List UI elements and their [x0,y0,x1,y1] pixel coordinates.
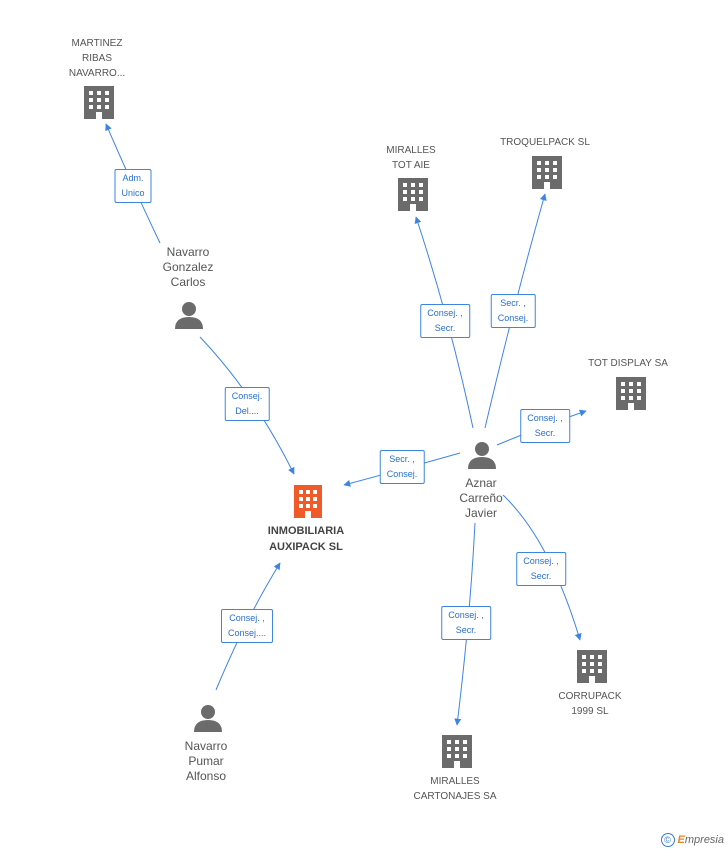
edge-label-az-troquelpack[interactable]: Secr. , Consej. [490,294,536,328]
node-label-miralles-cartonajes[interactable]: MIRALLES CARTONAJES SA [413,776,497,802]
node-label-main-company[interactable]: INMOBILIARIA AUXIPACK SL [267,525,345,553]
node-label-martinez[interactable]: MARTINEZ RIBAS NAVARRO... [68,38,126,79]
node-label-navarro-pumar[interactable]: Navarro Pumar Alfonso [184,739,228,783]
edge-label-az-tot-display[interactable]: Consej. , Secr. [520,409,570,443]
building-icon[interactable] [532,156,562,189]
node-label-miralles-tot[interactable]: MIRALLES TOT AIE [386,145,436,171]
node-label-tot-display[interactable]: TOT DISPLAY SA [588,358,668,369]
building-icon[interactable] [84,86,114,119]
edge-label-az-main[interactable]: Secr. , Consej. [379,450,425,484]
edge-label-ng-martinez[interactable]: Adm. Unico [114,169,152,203]
main-company-building-icon[interactable] [294,485,322,518]
node-label-troquelpack[interactable]: TROQUELPACK SL [500,137,590,148]
edge-label-az-miralles-cart[interactable]: Consej. , Secr. [441,606,491,640]
person-icon[interactable] [175,302,203,329]
copyright-icon: © [660,833,675,847]
brand-initial: E [677,834,685,846]
edge-label-az-corrupack[interactable]: Consej. , Secr. [516,552,566,586]
node-label-corrupack[interactable]: CORRUPACK 1999 SL [558,691,622,717]
edge-label-np-main[interactable]: Consej. , Consej.... [220,609,274,643]
building-icon[interactable] [616,377,646,410]
person-icon[interactable] [468,442,496,469]
building-icon[interactable] [442,735,472,768]
edges-layer [105,123,587,726]
node-label-aznar[interactable]: Aznar Carreño Javier [459,476,503,520]
brand-logo[interactable]: Empresia [678,834,724,846]
person-icon[interactable] [194,705,222,732]
footer-brand: © Empresia [660,833,724,847]
edge-label-az-miralles-tot[interactable]: Consej. , Secr. [420,304,470,338]
edge-label-ng-main[interactable]: Consej. Del.... [224,387,270,421]
brand-name: mpresia [684,834,724,846]
building-icon[interactable] [398,178,428,211]
node-label-navarro-gonzalez[interactable]: Navarro Gonzalez Carlos [162,245,214,289]
building-icon[interactable] [577,650,607,683]
